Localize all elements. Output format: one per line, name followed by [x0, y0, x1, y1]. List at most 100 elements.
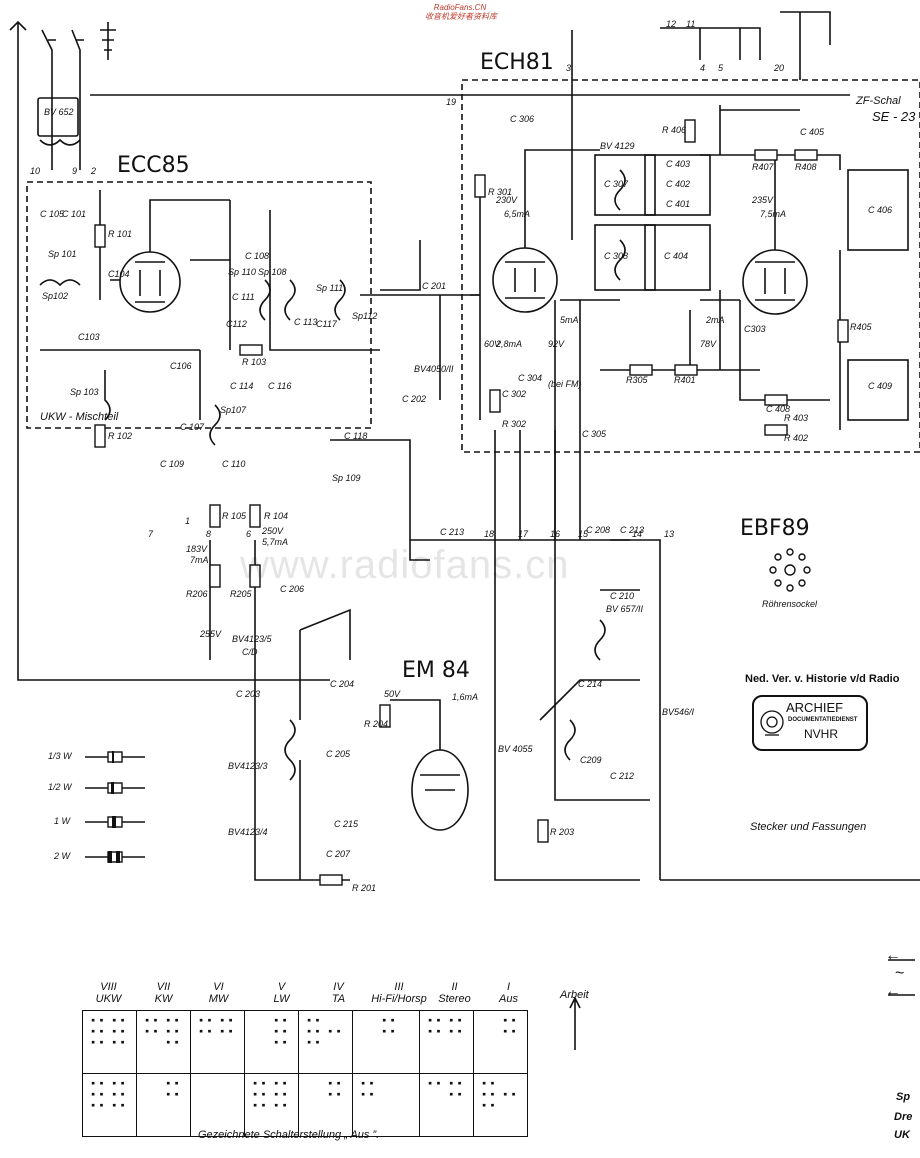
c105-label: C 105 [40, 209, 65, 219]
terminal-4: 4 [700, 63, 706, 73]
c118-label: C 118 [344, 431, 368, 441]
sp109-label: Sp 109 [332, 473, 361, 483]
c305-label: C 305 [582, 429, 607, 439]
c110-label: C 110 [222, 459, 246, 469]
r407-label: R407 [752, 162, 774, 172]
c214-label: C 214 [578, 679, 603, 689]
switch-name: TA [331, 992, 346, 1005]
c308-label: C 308 [604, 251, 629, 261]
ukw-section-label: UKW - Mischteil [40, 411, 119, 423]
r403-label: R 403 [784, 413, 809, 423]
sp110-label: Sp 110 [228, 267, 256, 277]
legend-two-watt: 2 W [54, 851, 71, 861]
voltage-ebf89-anode: 235V [752, 195, 774, 205]
current-ech81-g: 2,8mA [496, 339, 523, 349]
archive-org: NVHR [804, 727, 839, 741]
bv546-label: BV546/I [662, 707, 695, 717]
c201-label: C 201 [422, 281, 447, 291]
c117-label: C117 [316, 319, 337, 329]
tube-ech81-label: ECH81 [480, 50, 554, 75]
terminal-16: 16 [550, 529, 561, 539]
bv652-label: BV 652 [44, 107, 74, 117]
archive-sub: DOCUMENTATIEDIENST [788, 717, 858, 723]
c107-label: C 107 [180, 422, 205, 432]
c215-label: C 215 [334, 819, 359, 829]
c112-label: C112 [226, 319, 247, 329]
c204-label: C 204 [330, 679, 355, 689]
c106-label: C106 [170, 361, 192, 371]
c202-label: C 202 [402, 394, 427, 404]
sp103-label: Sp 103 [70, 387, 99, 397]
c303-label: C303 [744, 324, 766, 334]
c405-label: C 405 [800, 127, 825, 137]
switch-num: I [506, 981, 511, 993]
tube-ecc85-label: ECC85 [117, 153, 190, 178]
c307-label: C 307 [604, 179, 629, 189]
c406-label: C 406 [868, 205, 893, 215]
r305-label: R305 [626, 375, 648, 385]
terminal-10: 10 [30, 166, 41, 176]
voltage-r104: 250V [262, 526, 284, 536]
voltage-em84: 50V [384, 689, 401, 699]
radio-logo-icon [760, 710, 784, 736]
sp102-label: Sp102 [42, 291, 69, 301]
site-logo: RadioFans.CN 收音机爱好者资料库 [425, 3, 497, 22]
switch-num: V [277, 981, 286, 993]
archive-header: Ned. Ver. v. Historie v/d Radio [745, 673, 900, 685]
c212-label: C 212 [610, 771, 635, 781]
terminal-1: 1 [185, 516, 191, 526]
r406-label: R 406 [662, 125, 687, 135]
cd-label: C/D [242, 647, 258, 657]
switch-name: KW [154, 992, 173, 1005]
voltage-ech81-anode: 230V [496, 195, 518, 205]
arrow-left-icon-2: ← [885, 983, 901, 1000]
c114-label: C 114 [230, 381, 254, 391]
switch-name: Hi-Fi/Horsp [371, 992, 427, 1005]
switch-num: III [394, 981, 404, 993]
sp101-label: Sp 101 [48, 249, 77, 259]
c302-label: C 302 [502, 389, 527, 399]
r104-label: R 104 [264, 511, 289, 521]
voltage-r206: 183V [186, 544, 208, 554]
arrow-left-icon: ← [885, 947, 901, 964]
terminal-3: 3 [566, 63, 572, 73]
r408-label: R408 [795, 162, 817, 172]
switch-num: IV [333, 981, 344, 993]
switch-num: II [451, 981, 458, 993]
switch-name: Stereo [438, 992, 471, 1005]
sp108-label: Sp 108 [258, 267, 287, 277]
c403-label: C 403 [666, 159, 691, 169]
arbeit-label: Arbeit [560, 989, 589, 1001]
r203-label: R 203 [550, 827, 575, 837]
legend-one-watt: 1 W [54, 816, 71, 826]
c205-label: C 205 [326, 749, 351, 759]
voltage-ebf89-s: 78V [700, 339, 717, 349]
c213-label: C 213 [440, 527, 465, 537]
current-ebf89-s: 2mA [706, 315, 725, 325]
terminal-2: 2 [91, 166, 97, 176]
terminal-12: 12 [666, 19, 677, 29]
ac-tilde-icon: ~ [895, 965, 905, 982]
bv4050-label: BV4050/II [414, 364, 454, 374]
terminal-11: 11 [686, 19, 696, 29]
c306-label: C 306 [510, 114, 535, 124]
tube-socket-icon [769, 548, 811, 592]
r105-label: R 105 [222, 511, 247, 521]
c109-label: C 109 [160, 459, 185, 469]
switch-caption: Gezeichnete Schalterstellung „ Aus ”. [198, 1129, 380, 1141]
connectors-label: Stecker und Fassungen [750, 821, 867, 833]
switch-name: UKW [95, 992, 122, 1005]
right-note-2: Dre [894, 1111, 913, 1123]
switch-cell: ▪ ▪ ▪ ▪ ▪ ▪ ▪ ▪ [473, 1073, 528, 1137]
c209-label: C209 [580, 755, 602, 765]
switch-num: VI [213, 981, 224, 993]
switch-cell: ▪ ▪ ▪ ▪ ▪ ▪ ▪ ▪ [419, 1010, 474, 1074]
bv657-label: BV 657/II [606, 604, 644, 614]
c103-label: C103 [78, 332, 100, 342]
terminal-8: 8 [206, 529, 212, 539]
current-ebf89-anode: 7,5mA [760, 209, 787, 219]
